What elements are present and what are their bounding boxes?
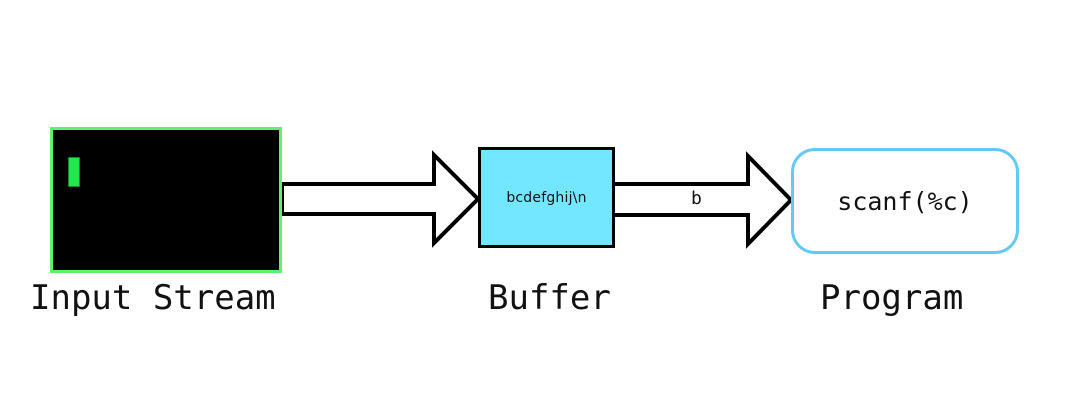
program-label: Program: [820, 278, 964, 318]
program-contents: scanf(%c): [837, 186, 973, 216]
arrow-buffer-to-program: [610, 151, 794, 249]
arrow-input-to-buffer: [280, 150, 481, 248]
program-box: scanf(%c): [791, 148, 1019, 254]
buffer-label: Buffer: [488, 278, 611, 318]
terminal-cursor: [68, 157, 80, 187]
input-stream-label: Input Stream: [30, 278, 276, 318]
input-stream-terminal: [50, 127, 282, 273]
edge-label-buffer-to-program: b: [691, 188, 702, 209]
buffer-contents: bcdefghij\n: [506, 189, 587, 206]
buffer-box: bcdefghij\n: [478, 147, 615, 248]
